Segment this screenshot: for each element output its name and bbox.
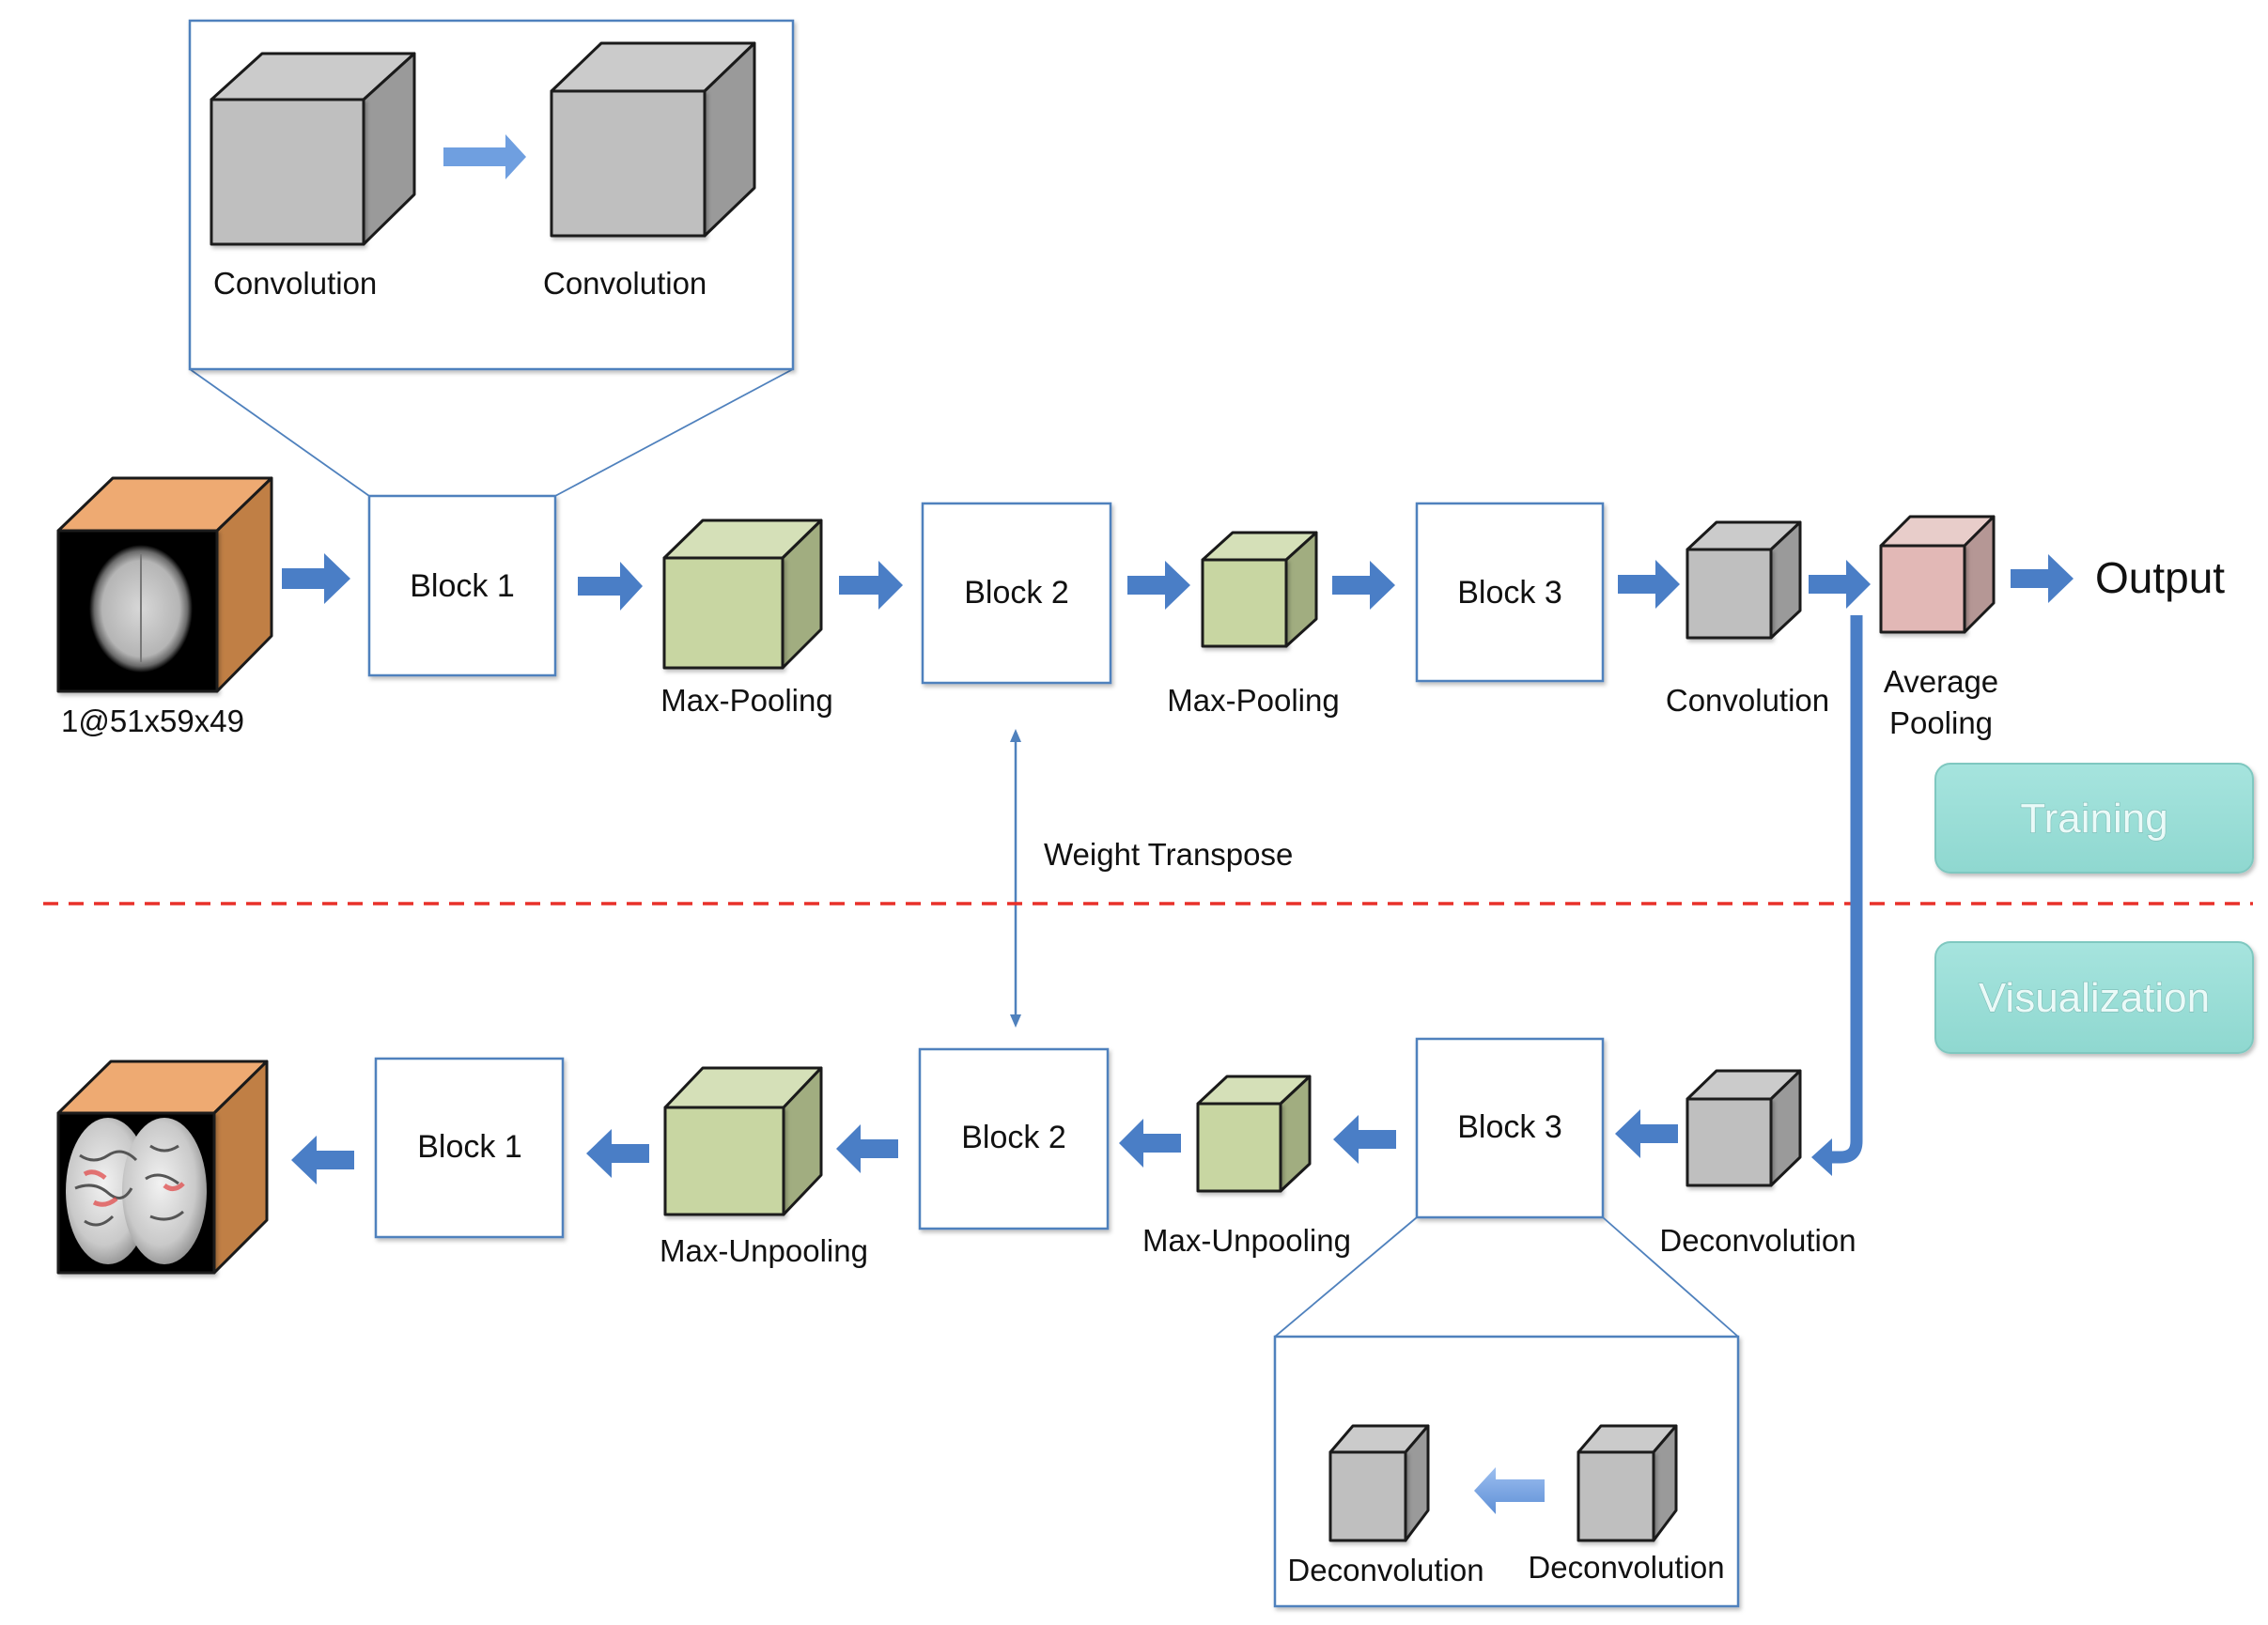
training-mode-button[interactable]: Training <box>1934 763 2254 874</box>
inset-connector-right <box>554 368 794 497</box>
arrow-conv-to-avgpool <box>1809 560 1871 609</box>
block3-training[interactable] <box>1415 502 1605 683</box>
block1-training[interactable] <box>367 494 557 677</box>
weight-transpose-connector <box>1010 729 1021 1028</box>
arrow-block1-to-pool1 <box>578 562 643 611</box>
arrow-up-head <box>1010 729 1021 742</box>
inset-deconv-label-left: Deconvolution <box>1287 1553 1484 1587</box>
block1-detail-inset: Convolution Convolution <box>188 19 795 497</box>
block2-visualization[interactable] <box>918 1047 1110 1230</box>
block2-training-label: Block 2 <box>964 575 1069 611</box>
max-unpooling-cube-2 <box>1196 1075 1312 1193</box>
inset-conv-label-right: Convolution <box>543 266 707 301</box>
output-brain-volume-cube <box>56 1060 269 1275</box>
block1-training-label: Block 1 <box>410 568 515 604</box>
inset-connector-right <box>1602 1216 1739 1338</box>
max-unpooling-label-2: Max-Unpooling <box>1142 1223 1351 1258</box>
inset-conv-cube-right <box>550 41 756 238</box>
inset-deconv-cube-right <box>1577 1424 1678 1542</box>
block2-visualization-label: Block 2 <box>961 1120 1066 1155</box>
block1-visualization[interactable] <box>374 1057 565 1239</box>
inset-connector-left <box>189 368 370 497</box>
inset-deconv-cube-left <box>1328 1424 1430 1542</box>
max-pooling-cube-1 <box>662 518 823 670</box>
arrow-block3-to-conv <box>1618 560 1680 609</box>
deconvolution-label: Deconvolution <box>1659 1223 1856 1258</box>
arrow-block2-to-pool2 <box>1127 561 1190 610</box>
arrow-deconv-to-block3 <box>1615 1109 1678 1158</box>
block3-visualization-label: Block 3 <box>1457 1109 1562 1145</box>
average-pooling-cube <box>1879 515 1996 634</box>
arrow-pool1-to-block2 <box>839 561 903 610</box>
average-pooling-label-line1: Average <box>1884 664 1998 699</box>
arrow-block2-to-unpool1 <box>836 1124 898 1173</box>
arrow-block3-to-unpool2 <box>1333 1115 1396 1164</box>
arrow-avgpool-to-output <box>2011 554 2074 603</box>
visualization-mode-button[interactable]: Visualization <box>1934 941 2254 1054</box>
block1-visualization-label: Block 1 <box>417 1129 522 1165</box>
convolution-cube <box>1685 520 1802 640</box>
arrow-unpool2-to-block2 <box>1119 1119 1181 1168</box>
inset-connector-left <box>1274 1216 1418 1338</box>
inset-conv-label-left: Convolution <box>213 266 377 301</box>
max-unpooling-cube-1 <box>663 1066 823 1216</box>
inset-arrow-right <box>443 134 526 179</box>
max-pooling-label-2: Max-Pooling <box>1167 683 1339 718</box>
block3-detail-inset: Deconvolution Deconvolution <box>1273 1216 1740 1608</box>
inset-arrow-left <box>1474 1467 1545 1514</box>
input-shape-label: 1@51x59x49 <box>61 704 244 738</box>
training-mode-label: Training <box>2020 796 2167 842</box>
max-pooling-cube-2 <box>1201 531 1318 648</box>
feedback-path-to-deconvolution <box>1811 615 1863 1176</box>
weight-transpose-label: Weight Transpose <box>1044 837 1293 872</box>
block3-visualization[interactable] <box>1415 1037 1605 1219</box>
arrow-down-head <box>1010 1014 1021 1028</box>
inset-deconv-label-right: Deconvolution <box>1528 1550 1724 1585</box>
arrow-pool2-to-block3 <box>1332 561 1395 610</box>
input-volume-cube <box>56 476 273 693</box>
brain-surface-image <box>66 1118 207 1264</box>
visualization-mode-label: Visualization <box>1979 975 2210 1021</box>
arrow-input-to-block1 <box>282 553 350 604</box>
arrow-block1-to-output-volume <box>291 1136 354 1184</box>
convolution-label: Convolution <box>1666 683 1829 718</box>
average-pooling-label-line2: Pooling <box>1889 705 1993 740</box>
max-unpooling-label-1: Max-Unpooling <box>660 1233 868 1268</box>
block3-training-label: Block 3 <box>1457 575 1562 611</box>
arrow-unpool1-to-block1 <box>586 1129 649 1178</box>
block2-training[interactable] <box>921 502 1112 685</box>
output-label: Output <box>2095 553 2225 602</box>
inset-conv-cube-left <box>210 52 416 246</box>
deconvolution-cube <box>1685 1069 1802 1187</box>
max-pooling-label-1: Max-Pooling <box>660 683 832 718</box>
